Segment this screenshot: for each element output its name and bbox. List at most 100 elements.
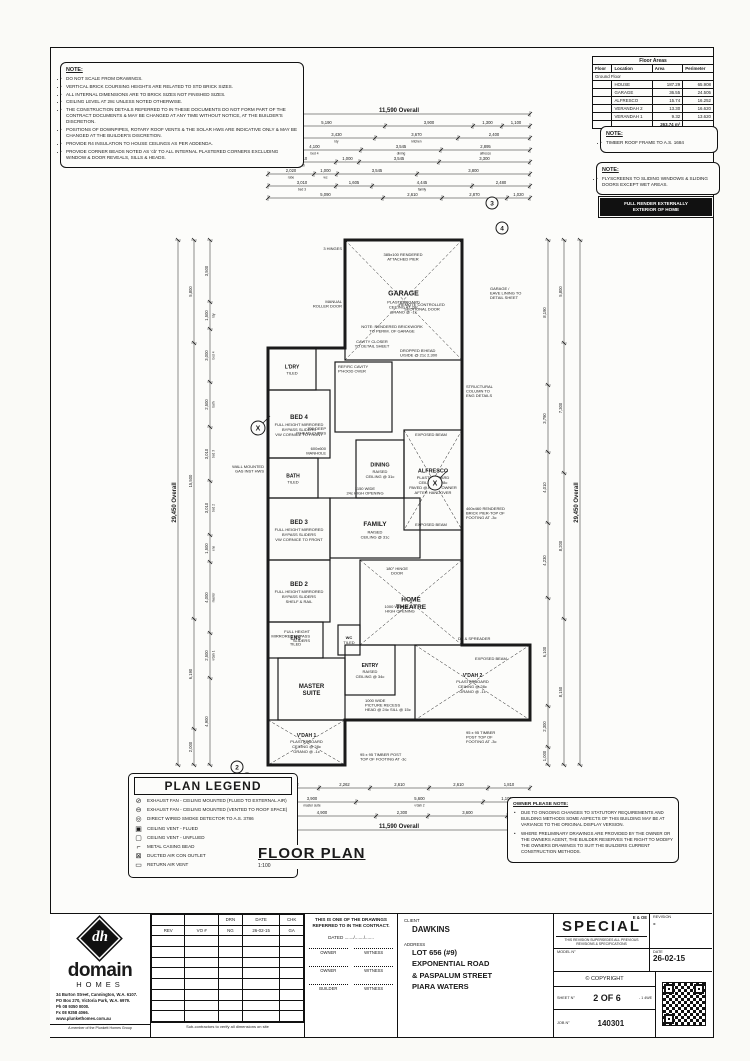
svg-text:THEATRE: THEATRE: [396, 604, 427, 611]
svg-text:CEILING @ 31c: CEILING @ 31c: [366, 474, 395, 479]
legend-symbol-icon: ⊠: [135, 853, 142, 861]
svg-text:CEILING @ 28c: CEILING @ 28c: [292, 744, 321, 749]
svg-text:GARAGE /: GARAGE /: [490, 286, 510, 291]
svg-text:BATH: BATH: [286, 474, 300, 480]
svg-text:DOOR: DOOR: [391, 571, 403, 576]
svg-text:v'dah 1: v'dah 1: [212, 650, 216, 660]
svg-text:WALL MOUNTED: WALL MOUNTED: [232, 464, 264, 469]
general-notes-box: NOTE: DO NOT SCALE FROM DRAWINGS.VERTICA…: [60, 62, 304, 168]
floor-group-label: Ground Floor: [592, 72, 714, 81]
signature-right-label: WITNESS: [354, 965, 393, 973]
svg-text:RAISED: RAISED: [368, 529, 383, 534]
address-line: PO Box 270, Victoria Park, W.A. 6979.: [56, 997, 131, 1003]
roof-note-title: NOTE:: [606, 131, 623, 137]
svg-text:1,020: 1,020: [513, 192, 524, 197]
svg-text:700 DEEP: 700 DEEP: [307, 426, 326, 431]
svg-text:GRANO @ -1c: GRANO @ -1c: [390, 310, 417, 315]
date-box: DATE 26-02-15: [650, 949, 712, 971]
svg-text:3,430: 3,430: [331, 132, 342, 137]
svg-text:POST TOP OF: POST TOP OF: [466, 735, 493, 740]
col-location: Location: [611, 64, 653, 73]
svg-text:O'HEAD CUPDS: O'HEAD CUPDS: [296, 431, 326, 436]
legend-symbol-icon: ◎: [135, 816, 142, 824]
signature-left-label: OWNER: [309, 965, 348, 973]
address-line: Fx 08 9258 4066.: [56, 1009, 89, 1015]
svg-text:TO DETAIL SHEET: TO DETAIL SHEET: [355, 344, 390, 349]
svg-text:2,262: 2,262: [339, 782, 350, 787]
svg-text:X: X: [256, 425, 261, 432]
svg-text:bed 4: bed 4: [212, 351, 216, 359]
signature-row: BUILDER WITNESS: [309, 983, 393, 991]
svg-text:bed 4: bed 4: [311, 151, 319, 155]
floor-area-row: VERANDAH 1 9.32 13.620: [591, 112, 714, 121]
svg-text:180° HINGE: 180° HINGE: [386, 566, 408, 571]
svg-text:EXPOSED BEAM: EXPOSED BEAM: [475, 656, 507, 661]
svg-text:PLASTERBOARD: PLASTERBOARD: [456, 679, 489, 684]
svg-text:ENG DETAILS: ENG DETAILS: [466, 393, 492, 398]
svg-text:BRICK PIER-TOP OF: BRICK PIER-TOP OF: [466, 511, 505, 516]
site-address-line: EXPONENTIAL ROAD: [412, 959, 490, 969]
owner-note-box: OWNER PLEASE NOTE: DUE TO ONGOING CHANGE…: [507, 797, 679, 864]
svg-text:REF/RC CAVITY: REF/RC CAVITY: [338, 364, 368, 369]
job-number: 140301: [597, 1018, 625, 1028]
contract-line2: REFERRED TO IN THE CONTRACT.: [312, 922, 390, 928]
svg-text:2,480: 2,480: [496, 180, 507, 185]
date-value: 26-02-15: [653, 953, 686, 963]
legend-symbol-icon: ▭: [135, 862, 142, 870]
svg-text:CEILING AT 28c: CEILING AT 28c: [389, 305, 418, 310]
svg-text:alfresco: alfresco: [480, 151, 491, 155]
note-item: PROVIDE CORNER BEADS NOTED AS 'cb' TO AL…: [60, 149, 298, 161]
svg-text:1,810: 1,810: [504, 782, 515, 787]
legend-label: EXHAUST FAN - CEILING MOUNTED (VENTED TO…: [147, 807, 288, 813]
legend-label: DUCTED AIR CON OUTLET: [147, 853, 206, 859]
svg-text:VW CORNICE TO FRONT: VW CORNICE TO FRONT: [275, 432, 323, 437]
note-item: PROVIDE R4 INSULATION TO HOUSE CEILINGS …: [60, 141, 298, 147]
svg-text:11,590 Overall: 11,590 Overall: [379, 824, 419, 830]
svg-text:1,000: 1,000: [542, 750, 547, 761]
floor-plan-title: FLOOR PLAN: [258, 845, 366, 862]
site-address-line: & PASPALUM STREET: [412, 970, 493, 980]
svg-text:ATTACHED PIER: ATTACHED PIER: [387, 257, 419, 262]
svg-text:CAVITY CLOSER: CAVITY CLOSER: [356, 339, 388, 344]
svg-text:8,200: 8,200: [558, 540, 563, 551]
svg-text:3 HINGES: 3 HINGES: [323, 246, 342, 251]
svg-text:1,605: 1,605: [349, 180, 360, 185]
rev-col-date: DATE: [241, 914, 281, 926]
svg-text:385x100 RENDERED: 385x100 RENDERED: [384, 252, 423, 257]
svg-text:EXPOSED BEAM: EXPOSED BEAM: [415, 522, 447, 527]
svg-text:SECTIONAL DOOR: SECTIONAL DOOR: [404, 307, 440, 312]
general-notes-title: NOTE:: [66, 67, 83, 73]
svg-text:family: family: [418, 187, 427, 191]
model-label: MODEL N°: [557, 949, 576, 954]
client-label: CLIENT: [404, 918, 420, 923]
svg-text:SLIDERS: SLIDERS: [293, 638, 310, 643]
floor-areas-title: Floor Areas: [592, 56, 714, 65]
rev-empty-body: [150, 935, 304, 1022]
client-cell: CLIENT DAWKINS ADDRESS LOT 656 (#9)EXPON…: [398, 914, 554, 1037]
revision-value: -: [653, 919, 656, 928]
brand-name: domain: [67, 960, 133, 981]
svg-text:3,600: 3,600: [462, 810, 473, 815]
svg-text:wc: wc: [324, 175, 328, 179]
svg-text:PICTURE RECESS: PICTURE RECESS: [365, 703, 400, 708]
signature-left-label: OWNER: [309, 947, 348, 955]
site-address-line: LOT 656 (#9): [412, 948, 458, 957]
note-item: TIMBER ROOF FRAME TO A.S. 1684: [600, 140, 712, 146]
svg-text:bath: bath: [212, 401, 216, 407]
svg-text:3,545: 3,545: [396, 144, 407, 149]
svg-text:V'DAH 2: V'DAH 2: [463, 673, 483, 679]
sheet-note: - 1 4WE: [639, 995, 652, 1000]
svg-text:1000 WIDE x 24c: 1000 WIDE x 24c: [384, 604, 415, 609]
legend-row: ▣ CEILING VENT - FLUED: [134, 826, 292, 833]
svg-text:ENS: ENS: [290, 636, 301, 642]
rev-col-drn: DRN: [217, 914, 243, 926]
note-item: POSITIONS OF DOWNPIPES, ROTARY ROOF VENT…: [60, 127, 298, 139]
svg-text:BED 2: BED 2: [290, 582, 308, 588]
svg-text:bed 2: bed 2: [212, 504, 216, 512]
plan-legend-title: PLAN LEGEND: [134, 777, 292, 795]
svg-text:460x460 RENDERED: 460x460 RENDERED: [466, 506, 505, 511]
title-block: dh domain HOMES 34 Burton Street, Cannin…: [50, 913, 712, 1037]
svg-text:v'dah 2: v'dah 2: [414, 803, 424, 807]
svg-text:4,230: 4,230: [542, 555, 547, 566]
rev-col-rev: REV: [150, 924, 186, 937]
